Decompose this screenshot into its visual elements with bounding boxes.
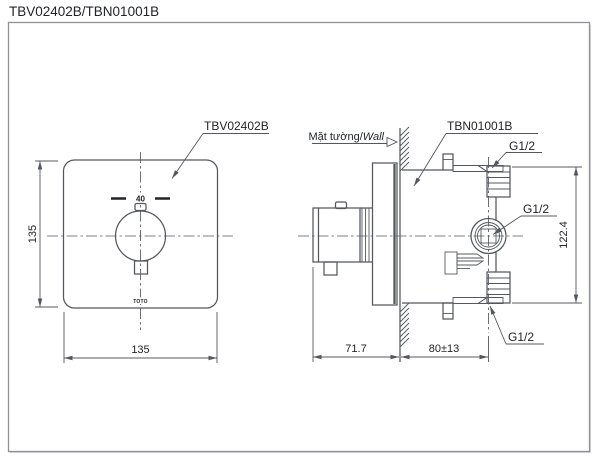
port-label-bottom: G1/2 xyxy=(489,305,544,345)
dim-width-extension-lines xyxy=(63,312,218,363)
knob-side-bottom-tab xyxy=(323,261,338,276)
body-top-bottom-edges xyxy=(402,169,453,304)
label-tbn01001b: TBN01001B xyxy=(413,119,538,187)
front-view: 40 TOTO TBV02402B 135 135 xyxy=(27,119,269,363)
wall xyxy=(399,126,410,362)
trim-plate-side xyxy=(371,162,398,306)
port-bottom-label-text: G1/2 xyxy=(508,330,534,344)
dim-height-135: 135 xyxy=(27,160,58,308)
knob-skirt-ribs xyxy=(361,208,370,262)
port-bottom-label-leader xyxy=(489,305,507,345)
dim-width-135: 135 xyxy=(63,312,218,363)
dim-height-extension-lines xyxy=(35,160,58,308)
port-middle-label-leader xyxy=(492,215,522,235)
knob-top-tab xyxy=(134,202,147,212)
dim-port-span-extensions xyxy=(512,166,582,304)
dim-width-value: 135 xyxy=(131,344,149,356)
knob-bottom-tab xyxy=(133,260,149,275)
port-top-label-leader xyxy=(491,152,507,169)
wall-label-text: Mặt tường/Wall xyxy=(308,131,384,143)
mount-tab-top xyxy=(442,153,454,171)
port-middle-circle xyxy=(470,217,507,255)
plate-outline xyxy=(62,159,219,309)
knob-side-top-tab xyxy=(334,201,348,210)
dim-port-span-value: 122.4 xyxy=(558,221,570,249)
temp-marking: 40 xyxy=(111,192,170,204)
front-part-label-leader xyxy=(171,133,204,179)
port-top-label-text: G1/2 xyxy=(509,139,535,153)
knob-side-outline xyxy=(312,207,361,263)
dim-port-span: 122.4 xyxy=(512,166,582,304)
dim-embed-value: 80±13 xyxy=(429,343,460,355)
port-bottom-block xyxy=(486,271,511,304)
mount-tab-bottom xyxy=(442,302,454,320)
wall-hatching-bottom xyxy=(399,302,410,348)
dim-height-value: 135 xyxy=(27,225,39,243)
brand-logo: TOTO xyxy=(129,297,152,305)
drawing-title: TBV02402B/TBN01001B xyxy=(9,4,159,19)
port-label-top: G1/2 xyxy=(491,139,542,169)
side-view: Mặt tường/Wall xyxy=(298,119,582,362)
wall-hatching-top xyxy=(399,126,410,172)
label-tbv02402b: TBV02402B xyxy=(171,119,269,179)
port-top-threads xyxy=(487,171,510,190)
wall-label: Mặt tường/Wall xyxy=(308,131,399,148)
port-top-block xyxy=(486,165,511,198)
side-part-label-leader xyxy=(413,133,447,187)
temp-marking-value: 40 xyxy=(136,195,145,204)
drawing-border xyxy=(7,21,591,453)
port-bottom-threads xyxy=(487,277,510,295)
wall-arrow xyxy=(386,136,399,148)
side-part-label: TBN01001B xyxy=(447,119,512,133)
dim-projection: 71.7 xyxy=(312,267,399,362)
brand-logo-text: TOTO xyxy=(133,299,148,305)
dim-projection-value: 71.7 xyxy=(345,343,366,355)
port-label-middle: G1/2 xyxy=(492,202,557,235)
front-part-label: TBV02402B xyxy=(204,119,269,133)
fixing-clip xyxy=(444,251,485,275)
dim-embed-depth: 80±13 xyxy=(401,336,489,362)
port-middle-label-text: G1/2 xyxy=(523,202,549,216)
handle-side-view xyxy=(312,162,398,306)
